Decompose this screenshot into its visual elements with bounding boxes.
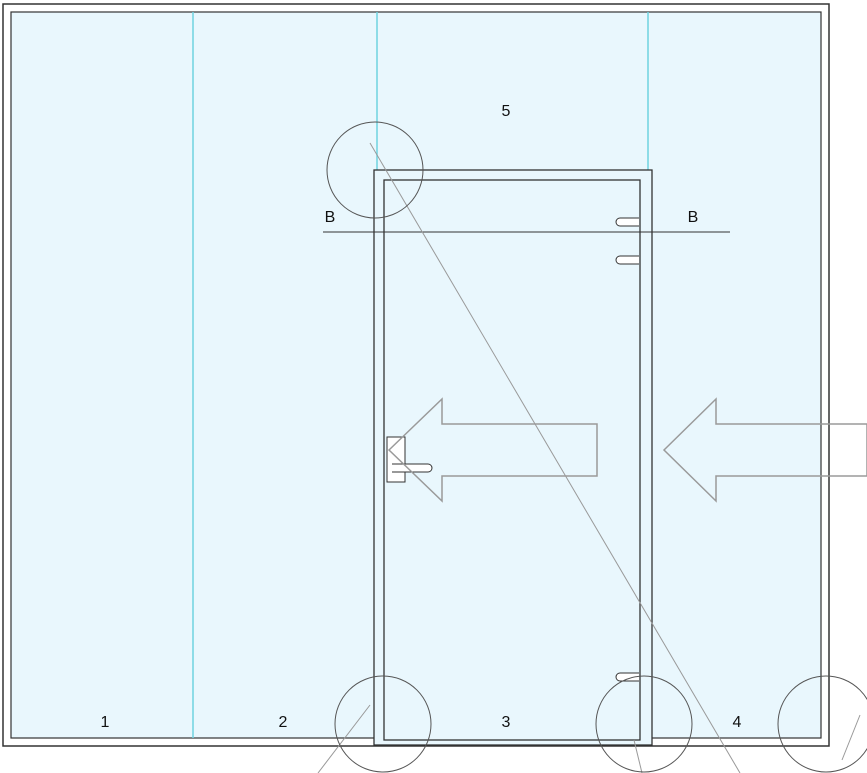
arrow-left-outer: [662, 397, 867, 503]
panel-label-5: 5: [502, 103, 511, 120]
hinge-bottom: [615, 672, 639, 682]
diagonal-line-main: [369, 142, 741, 773]
leader-line-bottom-right: [841, 714, 861, 761]
leader-line-bottom-left: [317, 704, 371, 773]
detail-circle-top: [326, 121, 424, 219]
panel-label-4: 4: [733, 714, 742, 731]
panel-label-3: 3: [502, 714, 511, 731]
hinge-top-1: [615, 217, 639, 227]
detail-circle-bottom-left: [334, 675, 432, 773]
panel-label-2: 2: [279, 714, 288, 731]
panel-label-1: 1: [101, 714, 110, 731]
arrow-left-inner: [387, 397, 598, 503]
door-handle: [392, 463, 433, 473]
detail-circle-bottom-mid: [595, 675, 693, 773]
leader-line-bottom-mid: [633, 739, 643, 773]
section-mark-right: B: [688, 209, 699, 226]
detail-circle-bottom-right: [777, 675, 867, 773]
door-leaf: [383, 179, 641, 741]
section-mark-left: B: [325, 209, 336, 226]
hinge-top-2: [615, 255, 639, 265]
